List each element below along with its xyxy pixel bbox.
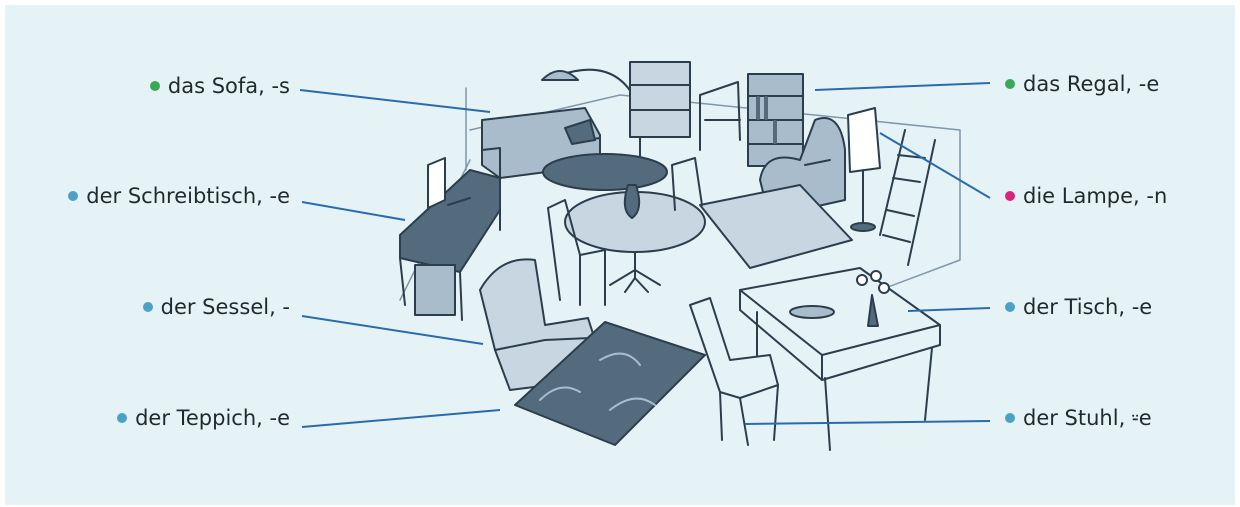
label-text-sofa: das Sofa, -s <box>168 70 290 102</box>
label-text-regal: das Regal, -e <box>1023 68 1159 100</box>
gender-dot-neuter <box>150 81 160 91</box>
label-schreibtisch: der Schreibtisch, -e <box>68 180 290 212</box>
leader-line-regal <box>815 83 990 90</box>
gender-dot-masculine <box>143 302 153 312</box>
lampe-drawing <box>848 108 880 231</box>
label-stuhl: der Stuhl, ⸚e <box>1005 402 1152 434</box>
gender-dot-masculine <box>1005 413 1015 423</box>
leader-line-schreibtisch <box>302 202 405 220</box>
label-text-teppich: der Teppich, -e <box>135 402 290 434</box>
gender-dot-feminine <box>1005 191 1015 201</box>
round-table-drawing <box>565 185 705 292</box>
leader-line-tisch <box>908 308 990 311</box>
label-lampe: die Lampe, -n <box>1005 180 1167 212</box>
back-shelf-drawing <box>630 62 690 137</box>
leader-line-teppich <box>302 410 500 427</box>
label-text-schreibtisch: der Schreibtisch, -e <box>86 180 290 212</box>
label-regal: das Regal, -e <box>1005 68 1159 100</box>
gender-dot-masculine <box>1005 302 1015 312</box>
label-teppich: der Teppich, -e <box>117 402 290 434</box>
back-chair-drawing <box>700 82 740 150</box>
leader-line-sofa <box>300 90 490 112</box>
oval-rug-drawing <box>543 154 667 190</box>
gender-dot-masculine <box>68 191 78 201</box>
label-text-tisch: der Tisch, -e <box>1023 291 1152 323</box>
label-sessel: der Sessel, - <box>143 291 290 323</box>
label-tisch: der Tisch, -e <box>1005 291 1152 323</box>
gender-dot-neuter <box>1005 79 1015 89</box>
label-text-sessel: der Sessel, - <box>161 291 290 323</box>
leader-line-sessel <box>302 316 483 344</box>
gender-dot-masculine <box>117 413 127 423</box>
label-text-lampe: die Lampe, -n <box>1023 180 1167 212</box>
leader-line-stuhl <box>745 421 990 424</box>
label-sofa: das Sofa, -s <box>150 70 290 102</box>
regal-drawing <box>748 74 803 166</box>
label-text-stuhl: der Stuhl, ⸚e <box>1023 402 1152 434</box>
